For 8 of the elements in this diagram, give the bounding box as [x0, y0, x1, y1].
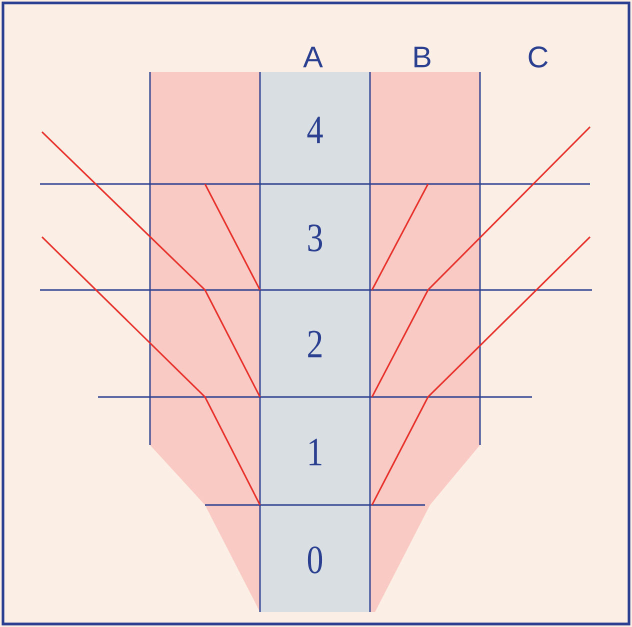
column-label: A	[303, 46, 323, 68]
column-label: C	[528, 46, 548, 68]
row-number: 0	[308, 546, 322, 574]
row-number: 3	[308, 224, 322, 252]
row-number: 1	[310, 438, 322, 466]
row-number: 2	[308, 330, 322, 358]
column-label: B	[414, 46, 430, 68]
row-number: 4	[307, 116, 323, 144]
